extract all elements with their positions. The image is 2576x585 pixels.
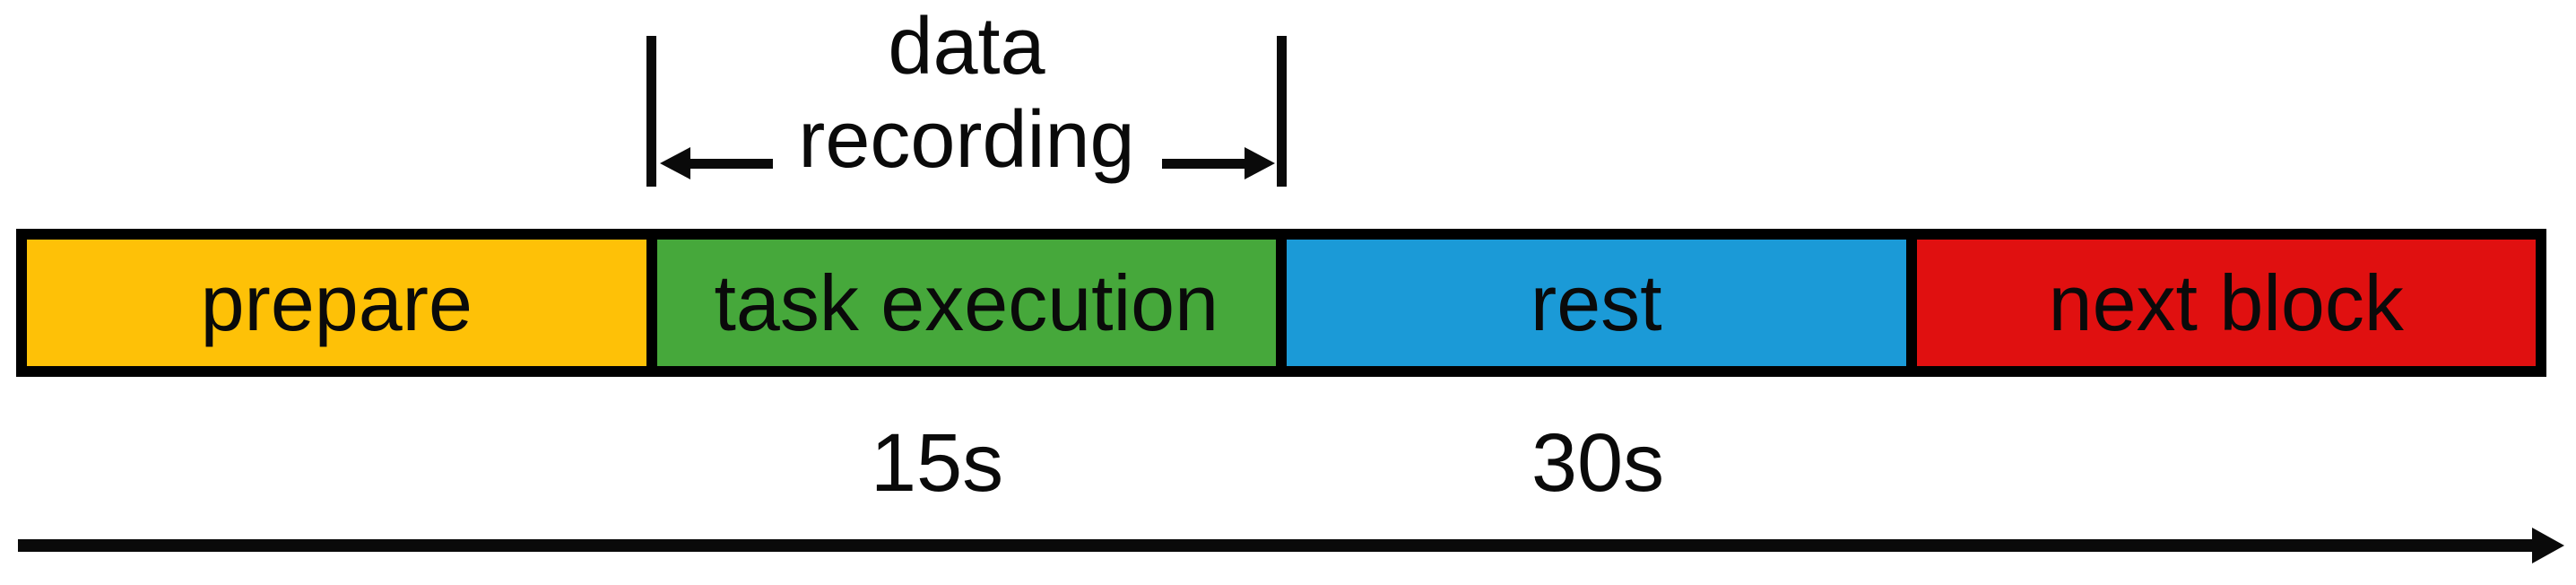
timeline-bar: prepare task execution rest next block [16, 229, 2546, 377]
duration-label-task-execution: 15s [870, 417, 1004, 509]
time-axis-arrowhead-icon [2532, 528, 2564, 563]
bracket-left-tick [646, 36, 656, 187]
block-next-block: next block [1905, 240, 2536, 366]
bracket-right-tick [1277, 36, 1287, 187]
right-arrowhead-icon [1245, 147, 1275, 179]
right-arrow-shaft [1162, 159, 1250, 169]
time-axis-line [18, 539, 2539, 552]
block-rest: rest [1276, 240, 1906, 366]
left-arrowhead-icon [660, 147, 690, 179]
block-prepare: prepare [27, 240, 646, 366]
block-task-execution: task execution [646, 240, 1276, 366]
left-arrow-shaft [685, 159, 773, 169]
data-recording-label: data recording [798, 2, 1135, 185]
duration-label-rest: 30s [1531, 417, 1665, 509]
